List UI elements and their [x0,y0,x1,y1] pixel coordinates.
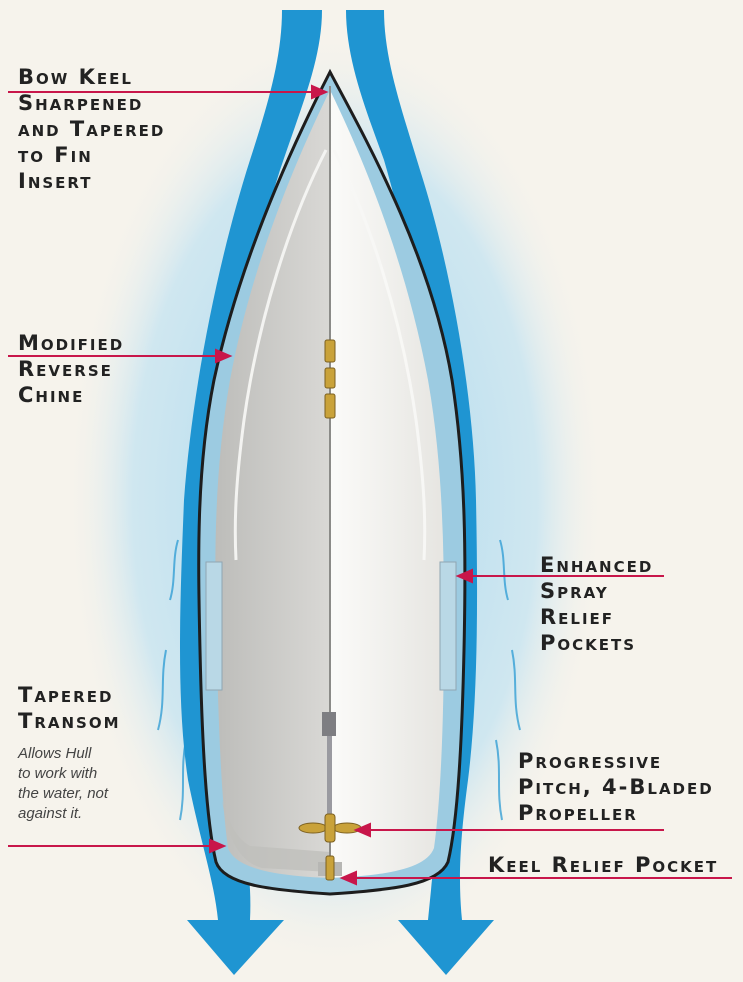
note-line: to work with [18,764,108,784]
label-spray-pockets: Enhanced Spray Relief Pockets [540,552,653,656]
label-line: Modified [18,330,124,356]
label-line: Keel Relief Pocket [488,852,718,878]
label-reverse-chine: Modified Reverse Chine [18,330,124,408]
note-line: the water, not [18,784,108,804]
label-line: Transom [18,708,121,734]
label-line: and Tapered [18,116,165,142]
note-line: Allows Hull [18,744,108,764]
label-line: Enhanced [540,552,653,578]
label-line: Propeller [518,800,714,826]
label-line: Insert [18,168,165,194]
label-line: Pockets [540,630,653,656]
label-line: Progressive [518,748,714,774]
label-tapered-transom: Tapered Transom [18,682,121,734]
keel-fittings [325,340,335,418]
label-line: Spray [540,578,653,604]
transom-note: Allows Hull to work with the water, not … [18,744,108,824]
label-line: Tapered [18,682,121,708]
label-line: Pitch, 4-Bladed [518,774,714,800]
label-line: Chine [18,382,124,408]
label-keel-relief-pocket: Keel Relief Pocket [488,852,718,878]
label-line: to Fin [18,142,165,168]
label-bow-keel: Bow Keel Sharpened and Tapered to Fin In… [18,64,165,194]
label-propeller: Progressive Pitch, 4-Bladed Propeller [518,748,714,826]
label-line: Sharpened [18,90,165,116]
label-line: Relief [540,604,653,630]
note-line: against it. [18,804,108,824]
label-line: Reverse [18,356,124,382]
label-line: Bow Keel [18,64,165,90]
